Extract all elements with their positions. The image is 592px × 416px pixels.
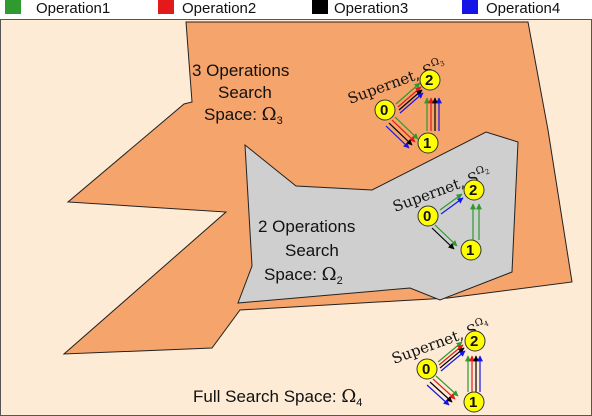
omega3-label-line1: 3 Operations: [192, 61, 289, 80]
svg-text:2: 2: [425, 72, 433, 89]
legend-swatch-operation1: [5, 0, 21, 14]
omega2-label-line3: Space: Ω2: [264, 264, 343, 287]
supernet-omega3-node-1: 1: [417, 132, 439, 154]
svg-text:2: 2: [470, 333, 478, 350]
legend-swatch-operation2: [158, 0, 174, 14]
legend-swatch-operation3: [312, 0, 328, 14]
svg-text:0: 0: [422, 361, 430, 378]
omega2-label-line1: 2 Operations: [258, 217, 355, 236]
legend-label-operation4: Operation4: [486, 0, 560, 17]
legend-label-operation2: Operation2: [182, 0, 256, 17]
omega2-label-line2: Search: [285, 241, 339, 260]
svg-text:0: 0: [380, 102, 388, 119]
supernet-omega4-edges: [426, 341, 483, 406]
legend-swatch-operation4: [462, 0, 478, 14]
supernet-omega3-node-0: 0: [374, 99, 396, 121]
omega3-label-line3: Space: Ω3: [204, 104, 283, 127]
supernet-omega4-node-1: 1: [463, 391, 485, 413]
supernet-omega2-edges: [431, 193, 482, 250]
svg-text:2: 2: [469, 182, 477, 199]
omega4-label: Full Search Space: Ω4: [193, 386, 362, 409]
supernet-omega4-node-0: 0: [416, 358, 438, 380]
svg-text:0: 0: [423, 208, 431, 225]
supernet-omega3-edges: [385, 82, 442, 149]
supernet-omega2-node-0: 0: [417, 205, 439, 227]
supernet-omega3-node-2: 2: [419, 69, 441, 91]
supernet-omega2-node-1: 1: [460, 239, 482, 261]
svg-text:1: 1: [469, 394, 477, 411]
legend-label-operation1: Operation1: [36, 0, 110, 17]
supernet-omega2-node-2: 2: [463, 179, 485, 201]
omega2-region: [237, 131, 519, 304]
omega3-label-line2: Search: [218, 83, 272, 102]
legend: Operation1 Operation2 Operation3 Operati…: [5, 0, 560, 17]
legend-label-operation3: Operation3: [334, 0, 408, 17]
supernet-omega4-node-2: 2: [464, 330, 486, 352]
svg-text:1: 1: [423, 135, 431, 152]
svg-text:1: 1: [466, 242, 474, 259]
